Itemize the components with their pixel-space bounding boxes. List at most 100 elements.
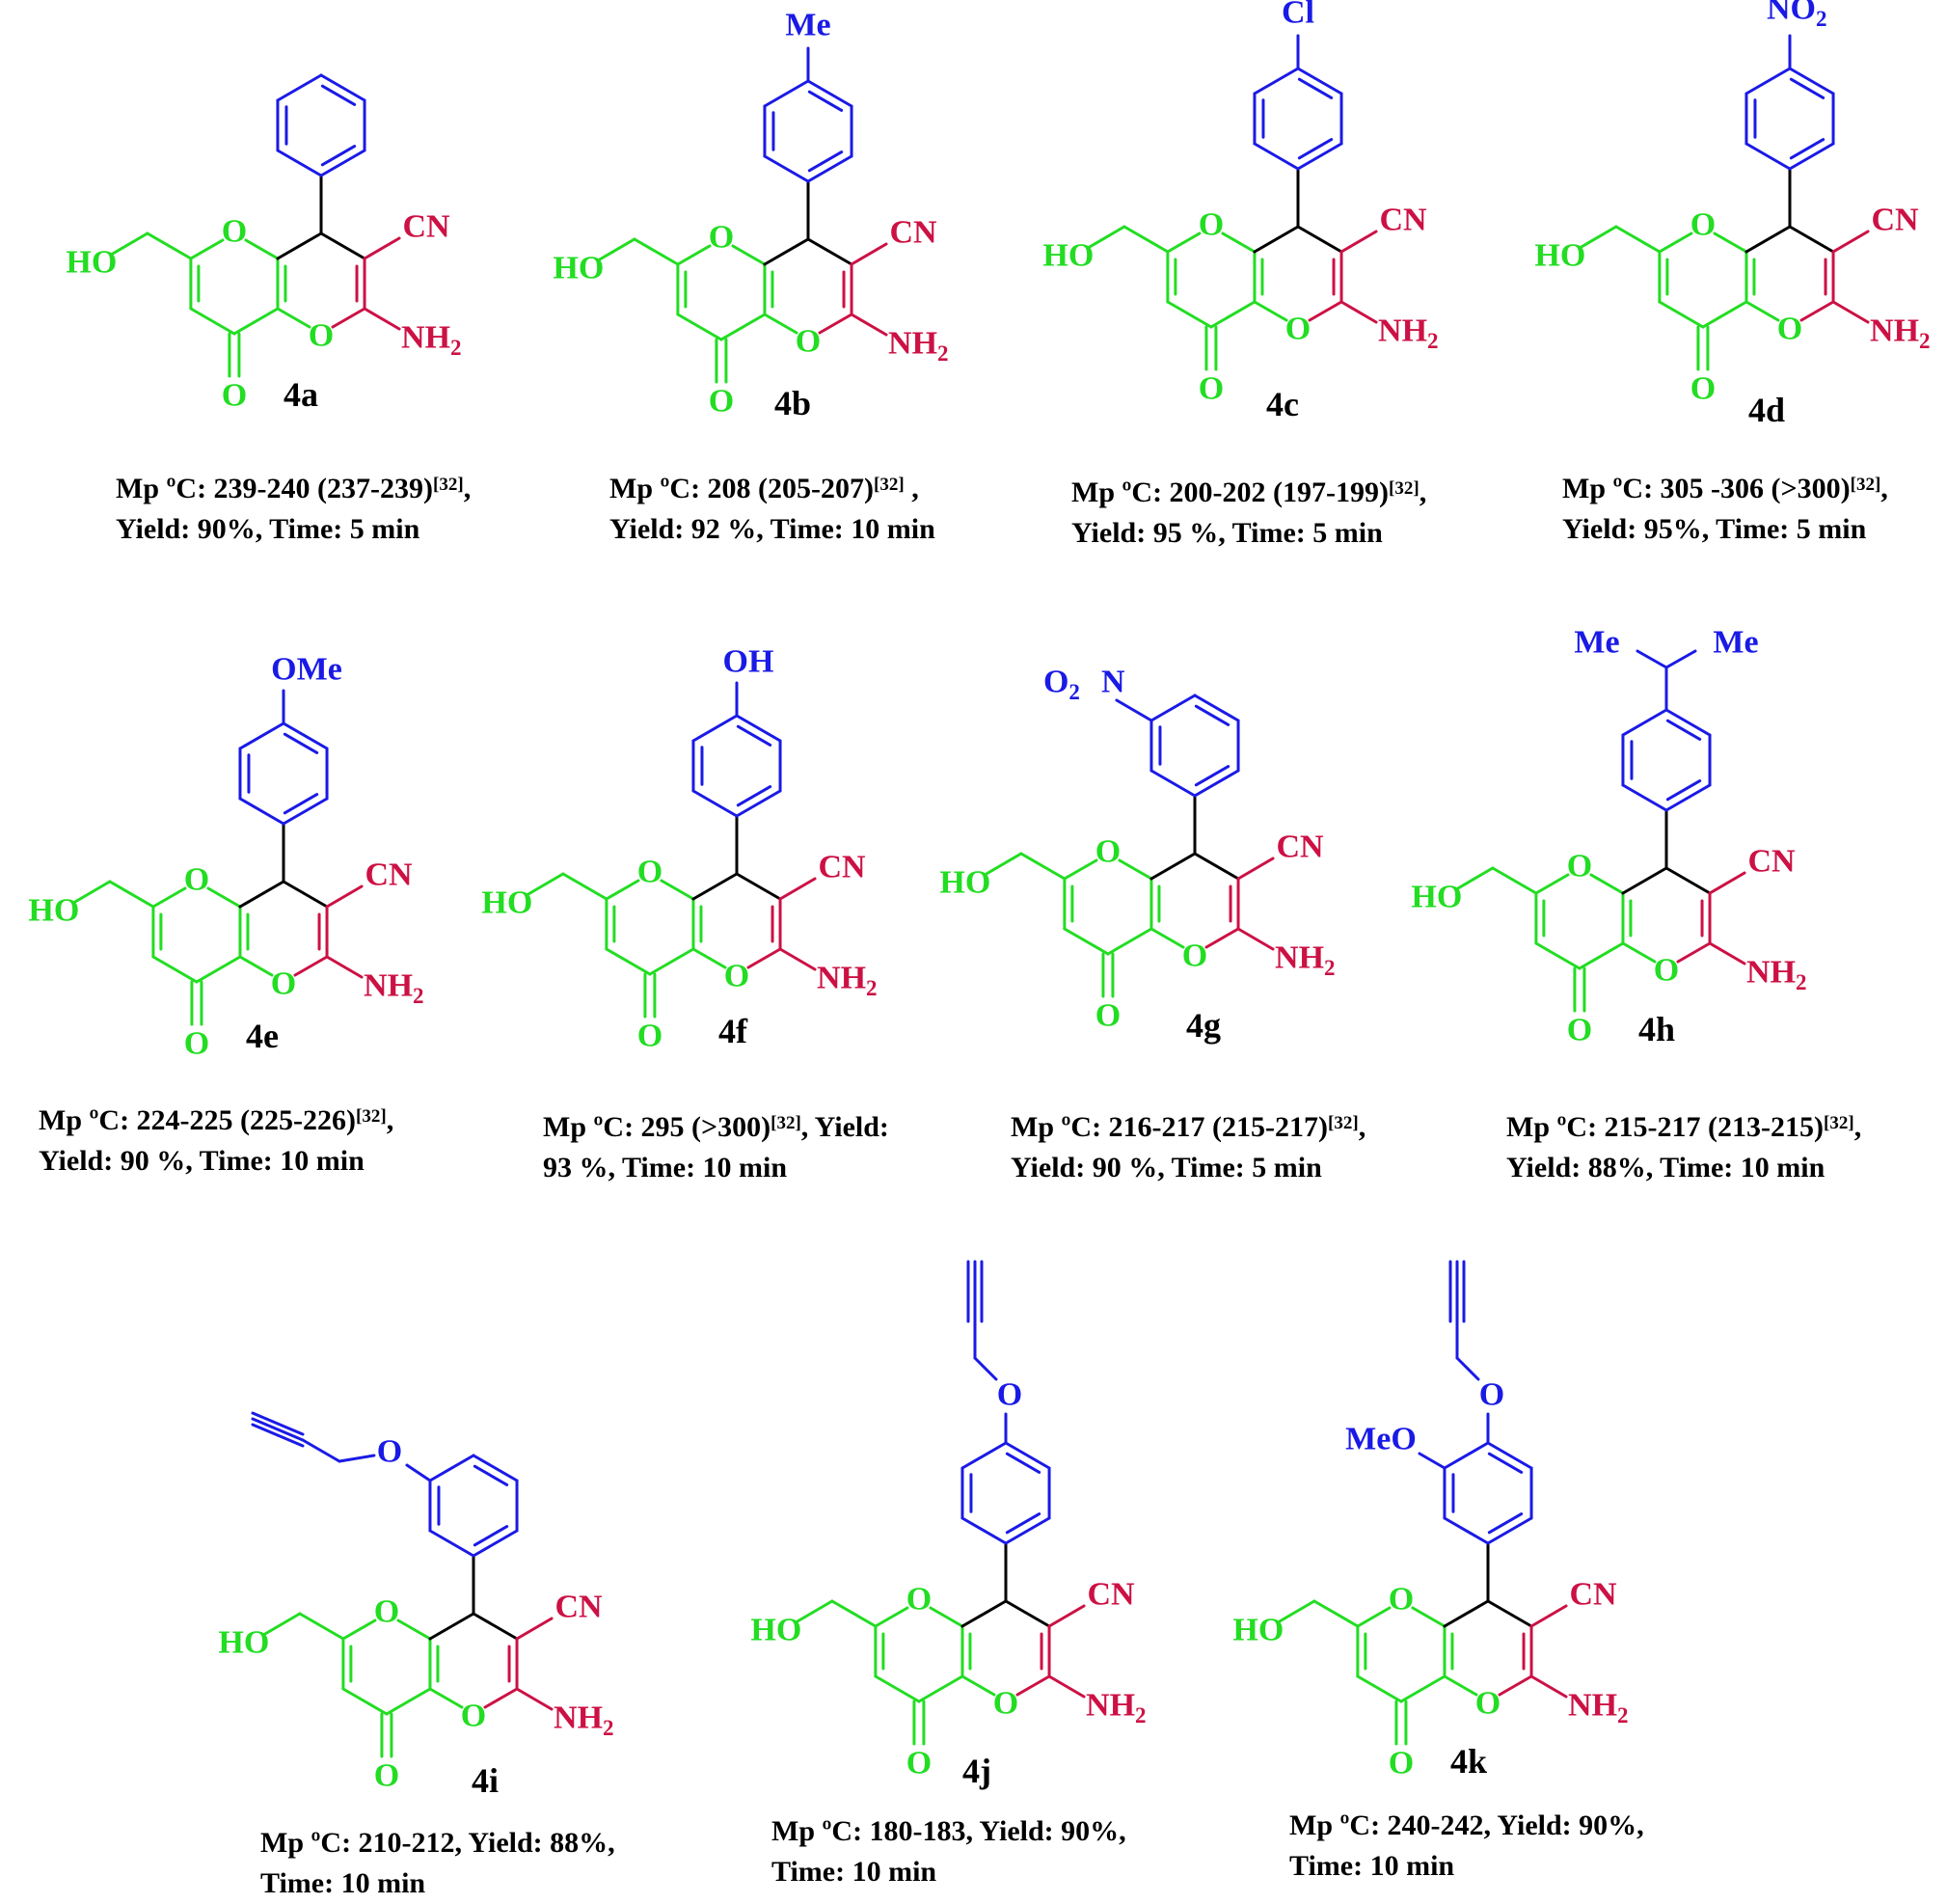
bond-c8-c8a (1106, 927, 1153, 956)
bond-c4-c4a (1744, 225, 1792, 254)
aromatic-bond-inner (320, 84, 357, 106)
bond-c4-c3 (319, 231, 366, 260)
nitrile-label: CN (365, 857, 413, 893)
caption-4i: Mp ºC: 210-212, Yield: 88%, Time: 10 min (260, 1827, 615, 1899)
bond-ch2-alkyne (301, 1438, 341, 1463)
bond-c3-cn (1236, 857, 1275, 881)
bond-c2-o1 (1308, 300, 1343, 322)
nitrile-label: CN (554, 1590, 603, 1625)
bond-c4a-o5 (206, 886, 242, 909)
bond-c4a-o5 (731, 244, 767, 266)
bond-o-ch2 (338, 1454, 376, 1463)
bond-c4a-o5 (929, 1606, 964, 1628)
bond-c8a-o1 (1253, 300, 1288, 322)
bond-c4a-o5 (244, 238, 280, 260)
bond-c2-o1 (746, 947, 782, 969)
aromatic-bond-inner (473, 1525, 509, 1547)
hydroxyl-label: HO (1411, 880, 1462, 915)
bond-o5-c6 (1166, 231, 1202, 254)
bond-c3-cn (1529, 1604, 1568, 1628)
bond-c8a-o1 (1621, 941, 1657, 964)
bond-aryl-o (405, 1463, 432, 1482)
bond-c7-c8 (1063, 927, 1110, 956)
carbonyl-oxygen-label: O (1389, 1746, 1414, 1782)
aromatic-bond-inner (1005, 1512, 1041, 1535)
aromatic-bond-inner (1487, 1512, 1524, 1535)
aromatic-bond (1193, 694, 1240, 722)
ring-oxygen-label: O (796, 324, 821, 360)
aromatic-bond-inner (1297, 77, 1334, 99)
nitrile-label: CN (1569, 1577, 1617, 1613)
aromatic-bond (1004, 1516, 1051, 1545)
bond-o-ch2 (973, 1356, 998, 1381)
carbonyl-oxygen-label: O (906, 1746, 932, 1782)
aromatic-bond (960, 1441, 1008, 1470)
ring-oxygen-label: O (461, 1699, 486, 1734)
compound-id-label: 4h (1638, 1010, 1675, 1048)
bond-c4a-o5 (1411, 1606, 1447, 1628)
caption-4g: Mp ºC: 216-217 (215-217)[32], Yield: 90 … (1011, 1111, 1366, 1183)
bond-c6-ch2 (146, 231, 193, 260)
bond-c4a-o5 (1118, 858, 1153, 881)
bond-c3-cn (1831, 230, 1870, 254)
ether-oxygen-label: O (377, 1434, 402, 1470)
bond-ch2-oh (527, 872, 565, 896)
bond-c6-ch2 (1019, 852, 1067, 881)
bond-c8a-o1 (276, 307, 311, 329)
aromatic-bond (691, 714, 739, 743)
bond-c4-c3 (1193, 852, 1240, 881)
bond-c8a-o1 (1443, 1674, 1478, 1697)
bond-c4-c3 (806, 237, 853, 266)
hydroxyl-label: HO (750, 1613, 801, 1648)
bond-c2-nh2 (1047, 1674, 1086, 1699)
aromatic-bond (1744, 142, 1792, 171)
bond-c2-nh2 (1236, 927, 1275, 951)
compound-id-label: 4b (774, 384, 811, 422)
amine-label: NH2 (1568, 1688, 1629, 1727)
ring-oxygen-label: O (1199, 207, 1224, 243)
aromatic-bond (276, 149, 323, 177)
aromatic-bond (1788, 67, 1835, 95)
bond-ch2-oh (263, 1612, 302, 1636)
aromatic-bond-inner (736, 724, 772, 747)
bond-ipr-me (1664, 649, 1697, 669)
aromatic-bond-inner (1194, 704, 1230, 726)
compound-id-label: 4e (246, 1017, 279, 1055)
aromatic-bond-inner (807, 150, 844, 173)
bond-c7-c8 (1166, 300, 1213, 329)
methoxy-label: OMe (271, 652, 342, 688)
bond-ch2-oh (1580, 225, 1618, 249)
carbonyl-oxygen-label: O (637, 1019, 663, 1054)
nitrile-label: CN (1087, 1577, 1135, 1613)
bond-c7-c8 (189, 307, 236, 336)
compound-id-label: 4i (472, 1761, 499, 1800)
bond-c7-c8 (1356, 1674, 1403, 1703)
aromatic-bond (1664, 783, 1712, 812)
aromatic-bond (472, 1529, 519, 1558)
bond-c8-c8a (1209, 300, 1257, 329)
aromatic-bond (282, 721, 329, 750)
hydroxy-label: OH (723, 644, 774, 680)
ring-oxygen-label: O (724, 959, 749, 994)
bond-c6-ch2 (1122, 225, 1170, 254)
bond-c2-o1 (1498, 1674, 1533, 1697)
bond-aryl-no2 (1115, 698, 1153, 722)
bond-c4-c4a (1443, 1599, 1490, 1628)
alkyne-bond (251, 1417, 305, 1442)
bond-o5-c6 (676, 244, 712, 266)
bond-c4a-o5 (1221, 231, 1257, 254)
bond-c3-cn (1047, 1604, 1086, 1628)
bond-c4-c4a (428, 1612, 475, 1641)
bond-c7-c8 (605, 947, 652, 976)
bond-ch2-oh (73, 880, 112, 904)
bond-c2-nh2 (1339, 300, 1378, 324)
aromatic-bond (428, 1454, 475, 1482)
bond-c6-ch2 (633, 237, 680, 266)
aromatic-bond (806, 79, 853, 108)
hydroxyl-label: HO (1042, 238, 1094, 274)
carbonyl-oxygen-label: O (1095, 998, 1121, 1034)
aromatic-bond (276, 73, 323, 102)
aromatic-bond-inner (1194, 765, 1230, 787)
aromatic-bond (1443, 1441, 1490, 1470)
